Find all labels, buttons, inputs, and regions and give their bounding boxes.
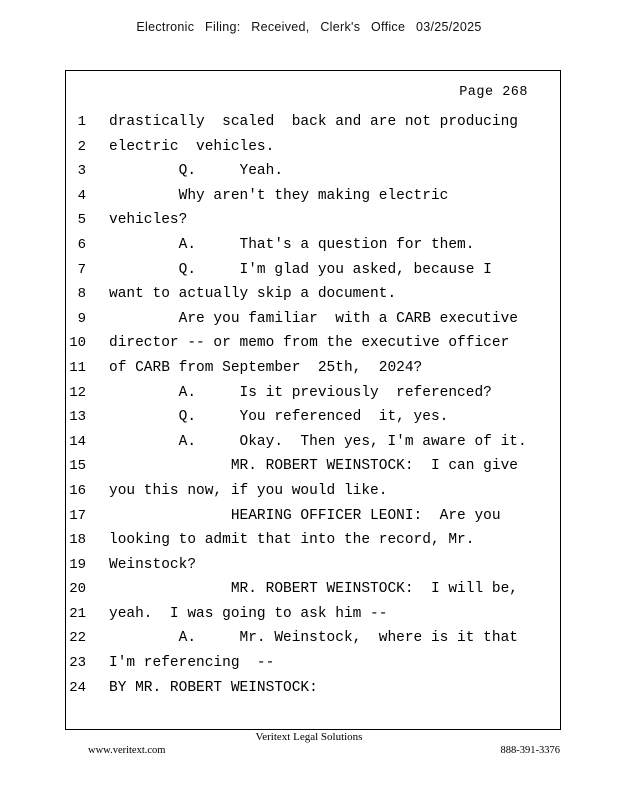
- line-number: 6: [77, 236, 86, 253]
- line-number: 9: [77, 310, 86, 327]
- filing-notice: Electronic Filing: Received, Clerk's Off…: [136, 20, 482, 34]
- footer: www.veritext.com 888-391-3376: [88, 745, 560, 756]
- transcript-line: 6 A. That's a question for them.: [66, 233, 560, 258]
- line-text: Weinstock?: [109, 556, 197, 573]
- page-number-label: Page 268: [459, 85, 528, 100]
- transcript-line: 17 HEARING OFFICER LEONI: Are you: [66, 504, 560, 529]
- transcript-line: 15 MR. ROBERT WEINSTOCK: I can give: [66, 454, 560, 479]
- line-text: Are you familiar with a CARB executive: [109, 310, 518, 327]
- transcript-line: 21 yeah. I was going to ask him --: [66, 602, 560, 627]
- line-text: director -- or memo from the executive o…: [109, 335, 510, 352]
- line-number: 21: [69, 605, 86, 622]
- line-number: 12: [69, 384, 86, 401]
- transcript-body: 1 drastically scaled back and are not pr…: [66, 110, 560, 700]
- line-text: Q. Yeah.: [109, 163, 284, 180]
- transcript-line: 8 want to actually skip a document.: [66, 282, 560, 307]
- line-number: 3: [77, 163, 86, 180]
- line-text: A. That's a question for them.: [109, 236, 475, 253]
- line-text: want to actually skip a document.: [109, 286, 397, 303]
- transcript-line: 10 director -- or memo from the executiv…: [66, 331, 560, 356]
- line-number: 23: [69, 655, 86, 672]
- line-number: 1: [77, 114, 86, 130]
- line-number: 24: [69, 679, 86, 696]
- line-number: 16: [69, 482, 86, 499]
- line-text: Why aren't they making electric: [109, 187, 449, 204]
- line-number: 11: [69, 359, 86, 376]
- line-text: of CARB from September 25th, 2024?: [109, 359, 423, 376]
- line-number: 4: [77, 187, 86, 204]
- line-number: 19: [69, 556, 86, 573]
- line-text: BY MR. ROBERT WEINSTOCK:: [109, 679, 318, 696]
- transcript-line: 2 electric vehicles.: [66, 135, 560, 160]
- line-number: 22: [69, 630, 86, 647]
- transcript-line: 1 drastically scaled back and are not pr…: [66, 110, 560, 135]
- line-text: Q. You referenced it, yes.: [109, 409, 449, 426]
- transcript-line: 11 of CARB from September 25th, 2024?: [66, 356, 560, 381]
- line-text: you this now, if you would like.: [109, 482, 388, 499]
- line-number: 15: [69, 458, 86, 475]
- veritext-phone: 888-391-3376: [500, 745, 561, 756]
- transcript-line: 7 Q. I'm glad you asked, because I: [66, 258, 560, 283]
- line-text: A. Okay. Then yes, I'm aware of it.: [109, 433, 527, 450]
- line-number: 18: [69, 532, 86, 549]
- line-text: MR. ROBERT WEINSTOCK: I will be,: [109, 581, 518, 598]
- veritext-website: www.veritext.com: [88, 745, 166, 756]
- line-number: 13: [69, 409, 86, 426]
- transcript-line: 4 Why aren't they making electric: [66, 184, 560, 209]
- transcript-line: 19 Weinstock?: [66, 553, 560, 578]
- line-text: A. Is it previously referenced?: [109, 384, 492, 401]
- line-number: 10: [69, 335, 86, 352]
- transcript-line: 13 Q. You referenced it, yes.: [66, 405, 560, 430]
- transcript-line: 3 Q. Yeah.: [66, 159, 560, 184]
- line-number: 2: [77, 138, 86, 155]
- transcript-line: 16 you this now, if you would like.: [66, 479, 560, 504]
- transcript-page-box: Page 268 1 drastically scaled back and a…: [65, 70, 561, 730]
- line-text: looking to admit that into the record, M…: [109, 532, 475, 549]
- transcript-line: 22 A. Mr. Weinstock, where is it that: [66, 626, 560, 651]
- line-text: electric vehicles.: [109, 138, 275, 155]
- line-text: HEARING OFFICER LEONI: Are you: [109, 507, 501, 524]
- line-number: 7: [77, 261, 86, 278]
- line-text: Q. I'm glad you asked, because I: [109, 261, 492, 278]
- line-text: I'm referencing --: [109, 655, 275, 672]
- transcript-line: 23 I'm referencing --: [66, 651, 560, 676]
- line-number: 14: [69, 433, 86, 450]
- transcript-line: 14 A. Okay. Then yes, I'm aware of it.: [66, 430, 560, 455]
- transcript-line: 20 MR. ROBERT WEINSTOCK: I will be,: [66, 577, 560, 602]
- line-number: 17: [69, 507, 86, 524]
- line-number: 8: [77, 286, 86, 303]
- line-number: 5: [77, 212, 86, 229]
- transcript-line: 9 Are you familiar with a CARB executive: [66, 307, 560, 332]
- line-text: A. Mr. Weinstock, where is it that: [109, 630, 518, 647]
- line-text: MR. ROBERT WEINSTOCK: I can give: [109, 458, 518, 475]
- transcript-line: 24 BY MR. ROBERT WEINSTOCK:: [66, 676, 560, 701]
- line-number: 20: [69, 581, 86, 598]
- transcript-line: 18 looking to admit that into the record…: [66, 528, 560, 553]
- line-text: vehicles?: [109, 212, 188, 229]
- line-text: drastically scaled back and are not prod…: [109, 114, 518, 130]
- transcript-line: 5 vehicles?: [66, 208, 560, 233]
- veritext-brand: Veritext Legal Solutions: [255, 731, 363, 743]
- transcript-line: 12 A. Is it previously referenced?: [66, 381, 560, 406]
- line-text: yeah. I was going to ask him --: [109, 605, 388, 622]
